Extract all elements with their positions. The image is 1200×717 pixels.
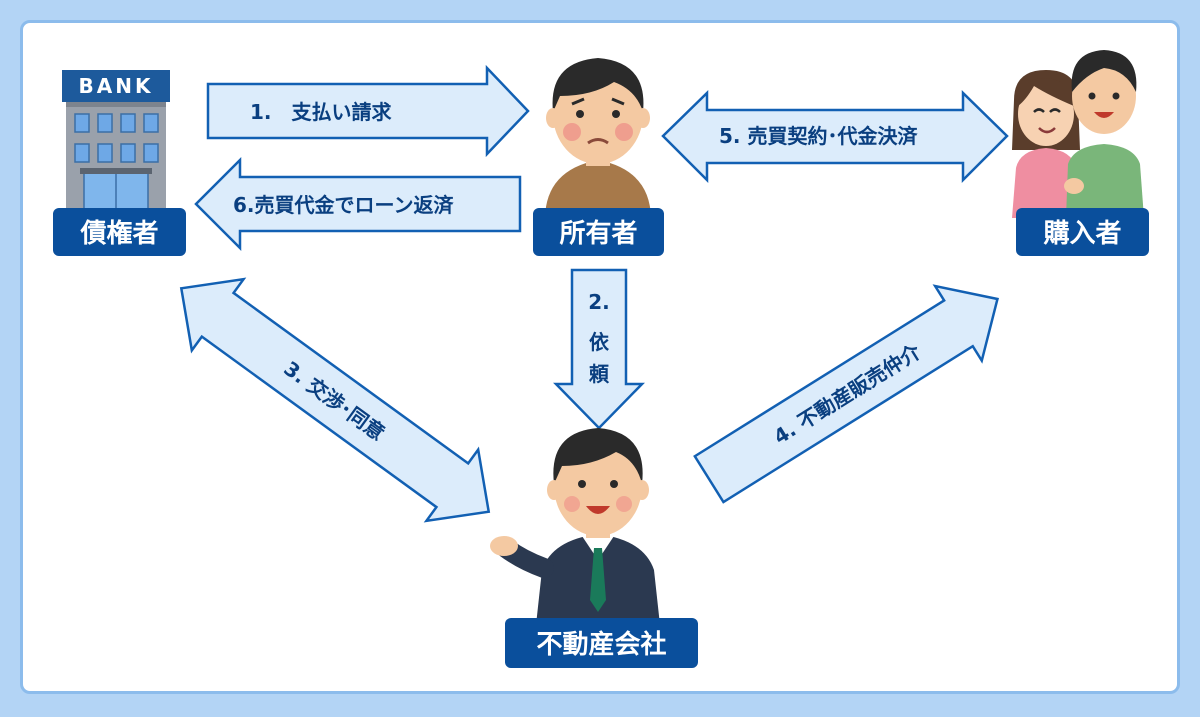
agency-label-text: 不動産会社 <box>536 629 666 660</box>
arrow-1-request-payment: 1. 支払い請求 <box>206 64 530 158</box>
arrow-3-negotiation: 3. 交渉･同意 <box>179 277 491 523</box>
businessman-icon <box>490 428 660 625</box>
arrow-4-sale-brokerage: 4. 不動産販売仲介 <box>693 284 1000 504</box>
arrow-2-request: 2. 依 頼 <box>553 268 645 430</box>
owner-label: 所有者 <box>533 208 664 256</box>
buyer-label: 購入者 <box>1016 208 1149 256</box>
bank-sign-text: BANK <box>79 74 154 98</box>
arrow-5-sale-contract: 5. 売買契約･代金決済 <box>661 90 1009 184</box>
arrow-6-loan-repayment: 6.売買代金でローン返済 <box>194 156 522 252</box>
creditor-label: 債権者 <box>53 208 186 256</box>
arrow-2-char-1: 依 <box>589 330 610 354</box>
agency-label: 不動産会社 <box>505 618 698 668</box>
arrow-5-label: 5. 売買契約･代金決済 <box>719 124 918 148</box>
arrow-2-char-2: 頼 <box>589 362 610 386</box>
buyer-label-text: 購入者 <box>1043 219 1121 249</box>
creditor-label-text: 債権者 <box>79 218 158 249</box>
smiling-couple-icon <box>1012 50 1144 218</box>
owner-label-text: 所有者 <box>559 219 637 249</box>
bank-building-icon: BANK <box>62 70 170 213</box>
arrow-1-label: 1. 支払い請求 <box>250 100 393 124</box>
arrow-6-label: 6.売買代金でローン返済 <box>233 193 455 217</box>
arrow-2-number: 2. <box>588 290 610 314</box>
worried-man-icon <box>545 58 651 218</box>
